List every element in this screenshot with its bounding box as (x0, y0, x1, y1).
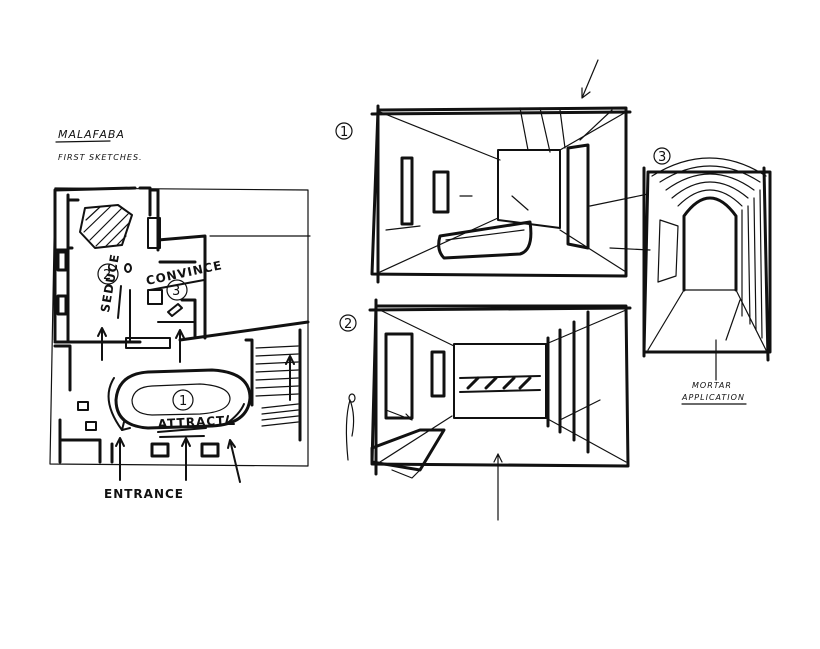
title-underline (55, 140, 111, 143)
sheet-title: MALAFABA (58, 128, 125, 141)
zone-3-number: 3 (172, 284, 180, 299)
floor-plan: 2 3 1 SEDUCE CONVINCE ATTRACT ENTRANCE (49, 186, 311, 501)
view-3-number: 3 (658, 150, 666, 165)
perspective-view-1: 1 (335, 59, 632, 284)
zone-1-number: 1 (179, 394, 187, 409)
hatched-block (79, 204, 133, 249)
sheet-subtitle: FIRST SKETCHES. (58, 153, 143, 162)
view-1-number: 1 (340, 125, 348, 140)
view-2-number: 2 (344, 317, 352, 332)
zone-2-number: 2 (103, 268, 111, 283)
perspective-view-3: 3 MORTAR APPLICATION (589, 147, 772, 405)
zone-2-circle (97, 263, 119, 285)
central-oval-display (107, 368, 252, 431)
zone-1-circle (172, 389, 194, 411)
label-entrance: ENTRANCE (104, 487, 184, 501)
perspective-view-2: 2 (339, 298, 632, 521)
note-line-1: MORTAR (692, 381, 732, 390)
zone-3-circle (166, 279, 188, 301)
note-line-2: APPLICATION (681, 393, 745, 402)
label-attract: ATTRACT (157, 413, 225, 431)
stair-lines (255, 345, 299, 427)
